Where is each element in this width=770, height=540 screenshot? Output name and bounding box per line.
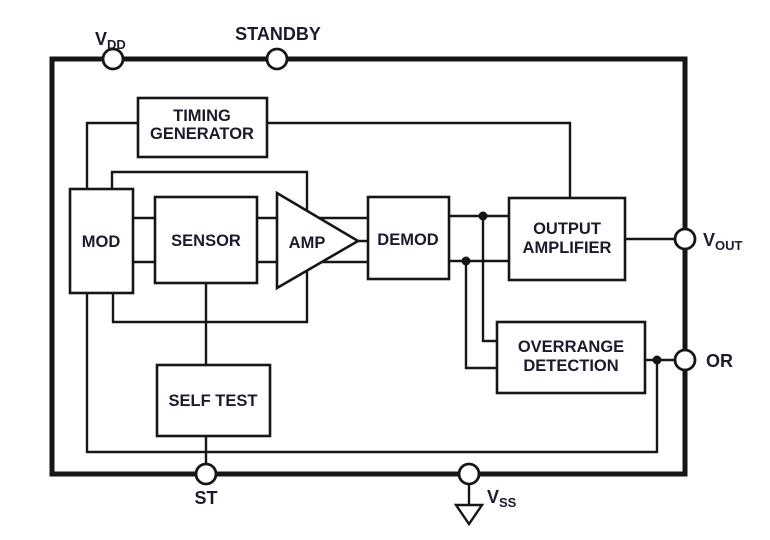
label-timing-line2: GENERATOR [150, 125, 254, 143]
pin-label-vout-sub: OUT [715, 238, 743, 253]
pin-label-vdd-sub: DD [107, 37, 126, 52]
pin-circle-vdd [101, 47, 125, 71]
label-amp: AMP [289, 234, 326, 252]
pin-circle-vout [673, 227, 697, 251]
pin-label-vdd: VDD [95, 29, 126, 52]
block-timing-generator [136, 96, 269, 159]
wire-or-feedback-to-mod [85, 293, 659, 454]
pin-circle-st [194, 462, 218, 486]
pin-circle-or [673, 348, 697, 372]
amp-triangle [275, 190, 361, 291]
block-sensor [153, 195, 259, 285]
block-overrange-detection [495, 320, 647, 395]
label-demod: DEMOD [377, 231, 439, 249]
wire-to-overrange-upper [481, 216, 497, 343]
label-outamp-line2: AMPLIFIER [523, 239, 612, 257]
label-overrange-line2: DETECTION [523, 357, 618, 375]
pin-label-or: OR [706, 351, 733, 371]
pin-label-vss-main: V [487, 487, 499, 507]
label-overrange-line1: OVERRANGE [518, 338, 624, 356]
block-output-amplifier [507, 196, 627, 282]
pin-circle-vss [457, 462, 481, 486]
wire-timing-to-output-amplifier [267, 121, 572, 198]
label-sensor: SENSOR [171, 232, 241, 250]
junction-dot-demod-top [478, 211, 488, 221]
pin-label-vss-sub: SS [499, 495, 517, 510]
junction-dot-demod-bottom [461, 256, 471, 266]
block-mod [68, 187, 135, 295]
label-mod: MOD [82, 233, 121, 251]
label-self-test: SELF TEST [169, 392, 258, 410]
block-self-test [155, 363, 272, 438]
label-timing-line1: TIMING [173, 107, 231, 125]
wire-timing-to-mod [85, 121, 138, 189]
pin-circle-standby [265, 47, 289, 71]
wire-to-overrange-lower [464, 261, 497, 370]
chip-outline [49, 56, 688, 477]
pin-label-st: ST [194, 488, 217, 508]
block-demod [366, 195, 451, 281]
ground-symbol-icon [453, 503, 485, 527]
pin-label-standby: STANDBY [235, 24, 321, 44]
junction-dot-or [652, 355, 662, 365]
label-outamp-line1: OUTPUT [533, 220, 601, 238]
pin-label-vdd-main: V [95, 29, 107, 49]
pin-label-vout-main: V [703, 230, 715, 250]
pin-label-vss: VSS [487, 487, 517, 510]
pin-label-vout: VOUT [703, 230, 743, 253]
